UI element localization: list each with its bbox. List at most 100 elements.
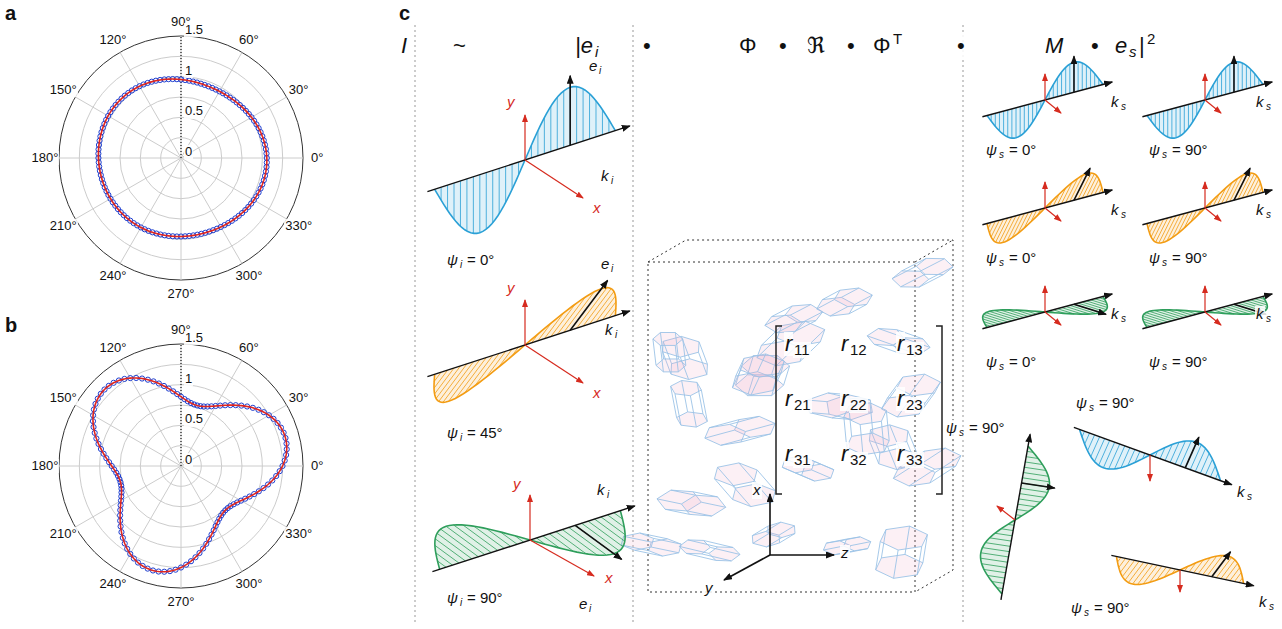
crystal-face [649, 539, 681, 556]
polar-plots [59, 36, 303, 588]
crystal-face [714, 463, 757, 486]
wave-vector-axis [982, 190, 1112, 225]
field-hatch [1018, 504, 1035, 507]
frame-axis [529, 495, 530, 540]
field-hatch [982, 548, 1009, 552]
crystal-edge [840, 537, 860, 541]
crystal-edge [909, 469, 935, 486]
subscript: i [459, 259, 463, 270]
frame-axis [525, 160, 583, 198]
field-hatch [1069, 64, 1070, 93]
field-hatch [1019, 499, 1041, 502]
grid-spoke [181, 52, 242, 158]
field-hatch [1109, 444, 1120, 469]
radius-label: 0 [184, 145, 193, 159]
crystal-face [919, 448, 961, 469]
value-label: = 90° [466, 590, 504, 607]
field-hatch [1149, 311, 1176, 319]
crystal-edge [802, 312, 823, 323]
waves [427, 56, 1272, 600]
field-hatch [1192, 103, 1193, 122]
axis-label: x [604, 570, 614, 587]
field-hatch [563, 91, 564, 148]
field-hatch [1088, 435, 1095, 451]
angle-label: 210° [49, 219, 78, 233]
subscript: i [610, 175, 614, 186]
grid-circle [59, 344, 303, 588]
grid-spoke [59, 466, 181, 467]
matrix-element: r [840, 442, 849, 466]
crystal-edge [665, 509, 689, 514]
separator [415, 25, 416, 625]
crystal-face [768, 522, 795, 537]
sample-cube [648, 240, 953, 592]
subscript: s [1161, 361, 1168, 372]
field-hatch [1205, 459, 1212, 475]
wave-vector-axis [1111, 555, 1253, 585]
wave-vector-axis [1142, 294, 1272, 329]
field-hatch [583, 89, 584, 141]
field-hatch [505, 166, 506, 202]
crystal-edge [683, 339, 686, 365]
grid-circle [59, 36, 303, 280]
formula-symbol: e [1114, 34, 1128, 58]
polarization-label: ψ [945, 420, 958, 437]
angle-label: 30° [288, 83, 310, 97]
subscript: s [1265, 101, 1272, 112]
crystal-edge [905, 526, 910, 554]
crystal-face [709, 547, 740, 561]
cube-back [648, 240, 953, 592]
crystal-edge [812, 470, 831, 478]
polar-plot [59, 344, 303, 588]
frame-axis [1205, 208, 1221, 221]
fit-curve [93, 378, 287, 572]
axis-label: y [704, 580, 714, 597]
subscript: s [1083, 607, 1090, 618]
value-label: = 0° [466, 252, 495, 269]
crystal-edge [780, 533, 795, 542]
wave-fill [987, 62, 1103, 138]
crystal-edge [784, 366, 790, 385]
angle-label: 330° [284, 219, 313, 233]
field-hatch [1025, 462, 1042, 465]
crystal-edge [935, 456, 961, 473]
wave-fill [987, 173, 1103, 243]
wave-vector-axis [1074, 427, 1232, 484]
field-hatch [1190, 445, 1201, 470]
field-arrow [569, 76, 571, 146]
frame-axis [1045, 100, 1061, 113]
field-hatch [435, 539, 465, 561]
superscript: T [892, 31, 903, 48]
grid-spoke [181, 466, 287, 527]
field-hatch [1155, 113, 1156, 126]
crystallite [876, 526, 928, 578]
crystallite [679, 540, 740, 561]
crystal-face [741, 354, 785, 377]
crystal-edge [745, 424, 775, 432]
field-hatch [544, 118, 545, 154]
field-hatch [989, 311, 1016, 319]
field-hatch [499, 168, 500, 213]
radius-label: 0.5 [184, 412, 204, 426]
crystal-edge [908, 431, 917, 454]
crystal-edge [776, 361, 784, 379]
angle-label: 270° [167, 287, 196, 301]
polarization-label: ψ [985, 354, 998, 371]
value-label: = 45° [466, 425, 504, 442]
matrix-element: r [840, 387, 849, 411]
field-hatch [449, 360, 480, 402]
crystal-edge [826, 539, 846, 543]
grid-spoke [120, 466, 181, 572]
crystal-edge [809, 413, 829, 415]
frame-axis [1149, 455, 1150, 481]
crystal-edge [758, 354, 766, 372]
angle-label: 300° [235, 269, 264, 283]
value-label: = 0° [1008, 250, 1037, 267]
field-hatch [582, 523, 620, 551]
field-hatch [990, 538, 1012, 541]
crystal-edge [732, 370, 740, 388]
field-hatch [595, 519, 625, 541]
crystal-edge [920, 259, 944, 271]
field-arrow [1074, 168, 1090, 200]
